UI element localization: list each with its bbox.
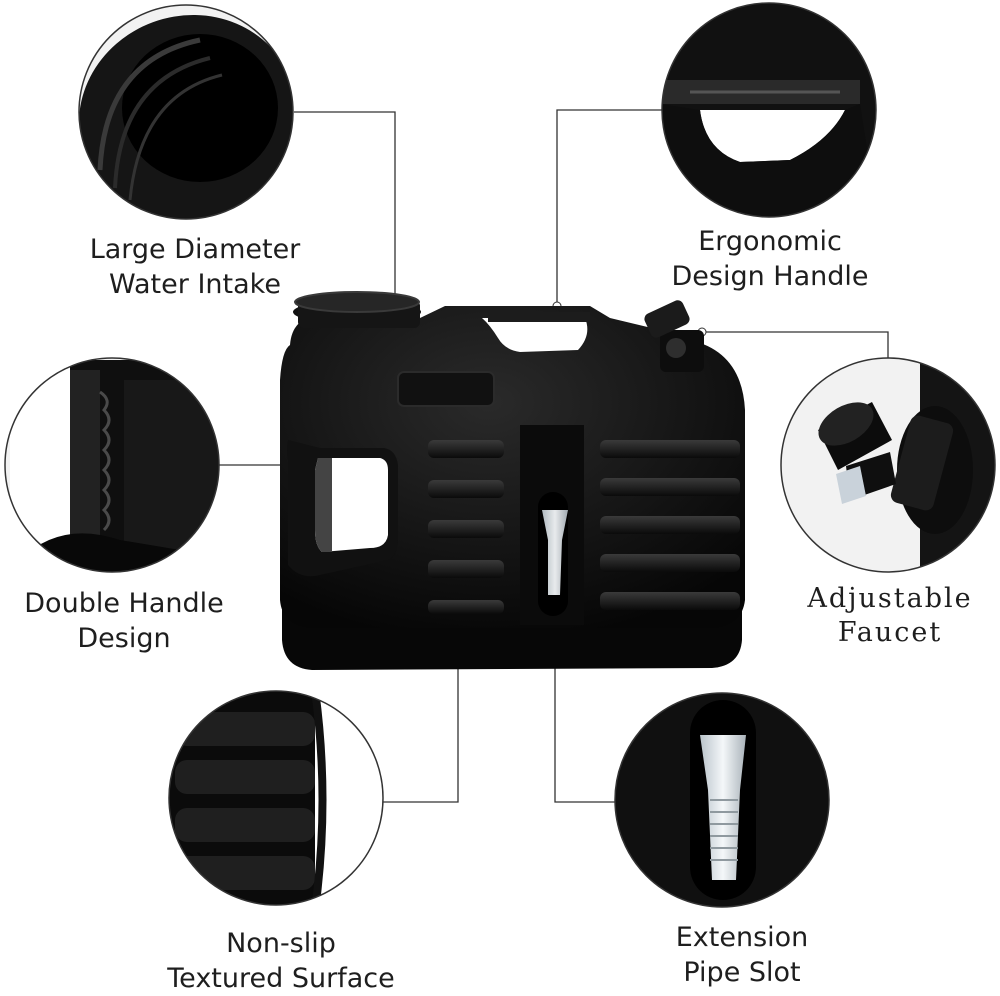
- detail-intake-photo: [78, 4, 294, 220]
- label-surface-line1: Non-slip: [226, 928, 336, 959]
- label-intake-line1: Large Diameter: [89, 234, 301, 265]
- label-intake-line2: Water Intake: [109, 269, 281, 300]
- label-double-handle: Double Handle Design: [0, 586, 248, 656]
- label-handle-line1: Ergonomic: [698, 226, 842, 257]
- detail-faucet-photo: [780, 357, 996, 573]
- callout-lines: [219, 109, 889, 803]
- detail-double-handle-photo: [4, 357, 220, 573]
- label-double-handle-line2: Design: [77, 623, 171, 654]
- label-faucet-line2: Faucet: [837, 617, 943, 648]
- label-double-handle-line1: Double Handle: [24, 588, 224, 619]
- detail-handle-photo: [661, 2, 877, 218]
- label-pipe-slot-line1: Extension: [675, 922, 809, 953]
- label-pipe-slot: Extension Pipe Slot: [622, 920, 862, 990]
- label-handle: Ergonomic Design Handle: [640, 224, 900, 294]
- label-surface: Non-slip Textured Surface: [140, 926, 422, 996]
- detail-pipe-slot-photo: [614, 692, 830, 908]
- detail-surface-photo: [168, 690, 384, 906]
- label-handle-line2: Design Handle: [671, 261, 869, 292]
- water-container: [280, 291, 745, 670]
- label-faucet-line1: Adjustable: [807, 583, 973, 614]
- label-pipe-slot-line2: Pipe Slot: [683, 957, 801, 988]
- label-surface-line2: Textured Surface: [167, 963, 395, 994]
- label-intake: Large Diameter Water Intake: [60, 232, 330, 302]
- label-faucet: Adjustable Faucet: [790, 582, 990, 650]
